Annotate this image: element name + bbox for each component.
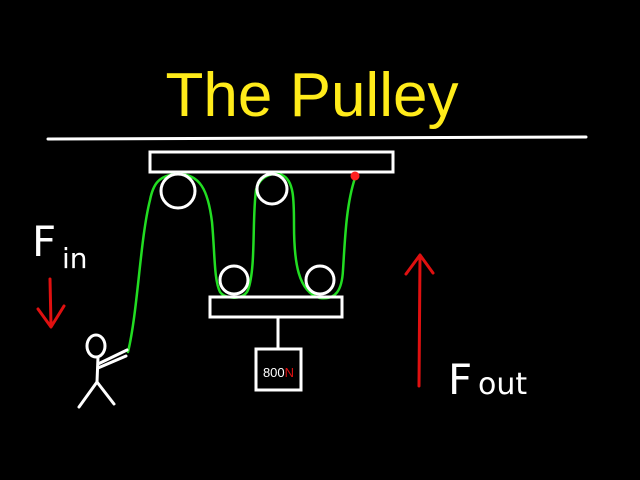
force-out-symbol: F — [448, 355, 472, 404]
force-out-arrow — [404, 253, 435, 388]
page-title: The Pulley — [166, 61, 459, 130]
force-in-arrow — [36, 277, 66, 329]
rope-anchor-point — [350, 171, 360, 181]
fixed-pulley-right — [255, 172, 289, 206]
ceiling-line — [46, 135, 588, 141]
weight-box — [254, 347, 303, 392]
fixed-pulley-left — [159, 172, 197, 210]
force-in-label: F in — [32, 217, 88, 275]
rope — [126, 172, 357, 354]
fixed-pulley-block — [148, 150, 395, 174]
force-out-subscript: out — [478, 367, 527, 402]
stick-figure-arm-lower — [96, 354, 128, 370]
stick-figure-leg-left — [77, 380, 99, 409]
weight-unit: N — [285, 365, 294, 380]
stick-figure-arm-upper — [96, 348, 129, 366]
force-out-label: F out — [448, 355, 527, 404]
movable-pulley-right — [304, 264, 336, 296]
force-in-subscript: in — [62, 242, 88, 275]
stick-figure-body — [95, 355, 100, 384]
force-in-symbol: F — [32, 217, 56, 266]
stick-figure — [77, 333, 129, 409]
movable-pulley-block — [208, 295, 344, 319]
stick-figure-leg-right — [95, 380, 116, 406]
stick-figure-head — [85, 333, 107, 359]
movable-pulley-left — [218, 264, 250, 296]
weight-label: 800N — [263, 365, 294, 380]
weight-value: 800 — [263, 365, 285, 380]
